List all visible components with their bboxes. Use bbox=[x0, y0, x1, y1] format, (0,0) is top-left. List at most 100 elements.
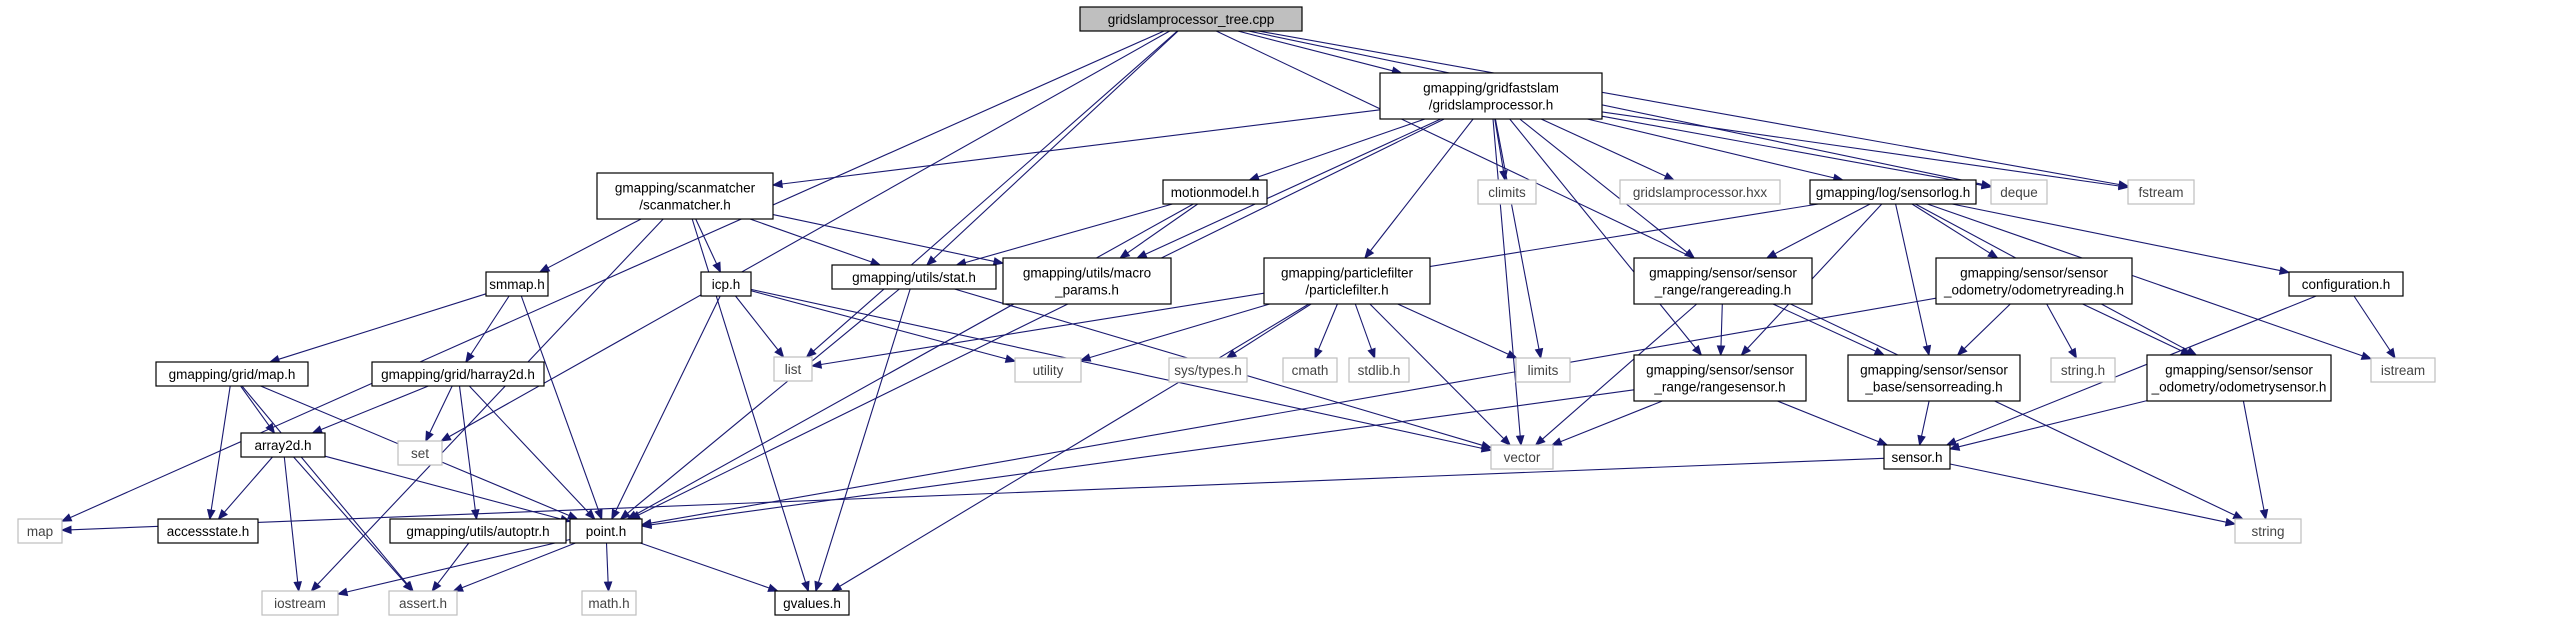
node-smmap[interactable]: smmap.h bbox=[485, 271, 549, 297]
edge-line bbox=[1145, 118, 1442, 255]
edge-icp-to-list bbox=[735, 295, 785, 359]
edge-line bbox=[1369, 303, 1505, 439]
arrowhead bbox=[805, 347, 817, 358]
node-stat[interactable]: gmapping/utils/stat.h bbox=[831, 264, 997, 290]
node-rsensor[interactable]: gmapping/sensor/sensor_range/rangesensor… bbox=[1633, 354, 1807, 402]
arrowhead bbox=[1367, 347, 1376, 360]
arrowhead bbox=[2118, 181, 2130, 191]
edge-line bbox=[278, 293, 487, 360]
node-hxx: gridslamprocessor.hxx bbox=[1619, 179, 1781, 205]
edge-line bbox=[2353, 295, 2391, 351]
edge-sensor-to-string bbox=[1949, 463, 2237, 527]
node-set: set bbox=[397, 440, 443, 466]
node-label: icp.h bbox=[712, 277, 741, 292]
node-point[interactable]: point.h bbox=[569, 518, 643, 544]
node-sensorlog[interactable]: gmapping/log/sensorlog.h bbox=[1809, 179, 1977, 205]
edge-line bbox=[627, 288, 900, 514]
node-array2d[interactable]: array2d.h bbox=[240, 432, 326, 458]
node-root: gridslamprocessor_tree.cpp bbox=[1079, 6, 1303, 32]
node-box bbox=[1477, 179, 1537, 205]
node-label: _range/rangesensor.h bbox=[1653, 380, 1785, 395]
edge-line bbox=[1954, 295, 2317, 443]
edge-line bbox=[1911, 203, 1991, 254]
edge-line bbox=[839, 303, 1310, 587]
arrowhead bbox=[925, 255, 937, 266]
edge-point-to-gvalues bbox=[640, 542, 779, 592]
edge-line bbox=[1317, 303, 1338, 350]
node-motion[interactable]: motionmodel.h bbox=[1162, 179, 1268, 205]
node-gvalues[interactable]: gvalues.h bbox=[774, 590, 850, 616]
arrowhead bbox=[566, 511, 579, 520]
edge-gfs-to-pf bbox=[1364, 118, 1474, 260]
node-label: gmapping/sensor/sensor bbox=[2165, 363, 2313, 378]
arrowhead bbox=[452, 583, 464, 592]
node-box bbox=[700, 271, 752, 297]
node-harray[interactable]: gmapping/grid/harray2d.h bbox=[371, 361, 545, 387]
edge-line bbox=[470, 295, 510, 355]
edge-gfs-to-limits bbox=[1494, 118, 1544, 360]
node-pf[interactable]: gmapping/particlefilter/particlefilter.h bbox=[1263, 257, 1431, 305]
node-box bbox=[1990, 179, 2048, 205]
node-label: fstream bbox=[2138, 185, 2183, 200]
edge-sensorlog-to-sreading bbox=[1895, 203, 1932, 357]
edge-line bbox=[813, 30, 1178, 352]
node-access[interactable]: accessstate.h bbox=[157, 518, 259, 544]
node-label: sys/types.h bbox=[1174, 363, 1242, 378]
node-box bbox=[569, 518, 643, 544]
arrowhead bbox=[771, 179, 783, 189]
edge-line bbox=[293, 456, 407, 585]
node-box bbox=[240, 432, 326, 458]
edge-line bbox=[772, 214, 995, 262]
node-label: _odometry/odometrysensor.h bbox=[2151, 380, 2327, 395]
edge-stat-to-point bbox=[619, 288, 900, 520]
node-sensor[interactable]: sensor.h bbox=[1883, 444, 1951, 470]
arrowhead bbox=[619, 509, 631, 520]
node-box bbox=[371, 361, 545, 387]
node-label: limits bbox=[1528, 363, 1559, 378]
arrowhead bbox=[310, 581, 322, 592]
node-box bbox=[17, 518, 63, 544]
node-autoptr[interactable]: gmapping/utils/autoptr.h bbox=[389, 518, 567, 544]
edge-line bbox=[615, 295, 721, 512]
node-box bbox=[1282, 357, 1338, 383]
node-box bbox=[1490, 444, 1554, 470]
edge-line bbox=[1397, 303, 1509, 355]
edge-line bbox=[1494, 118, 1505, 172]
node-label: math.h bbox=[588, 596, 629, 611]
node-sreading[interactable]: gmapping/sensor/sensor_base/sensorreadin… bbox=[1847, 354, 2021, 402]
node-gfs[interactable]: gmapping/gridfastslam/gridslamprocessor.… bbox=[1379, 72, 1603, 120]
arrowhead bbox=[992, 257, 1005, 266]
edge-sensorlog-to-rreading bbox=[1765, 203, 1871, 259]
node-label: set bbox=[411, 446, 429, 461]
edge-line bbox=[1601, 111, 2120, 187]
edge-pf-to-cmath bbox=[1314, 303, 1338, 360]
node-gridmap[interactable]: gmapping/grid/map.h bbox=[155, 361, 309, 387]
edge-smmap-to-point bbox=[520, 295, 603, 521]
arrowhead bbox=[2360, 351, 2373, 360]
node-label: gmapping/particlefilter bbox=[1281, 266, 1414, 281]
node-label: string.h bbox=[2061, 363, 2105, 378]
node-scanm[interactable]: gmapping/scanmatcher/scanmatcher.h bbox=[596, 172, 774, 220]
node-deque: deque bbox=[1990, 179, 2048, 205]
edge-line bbox=[241, 385, 408, 585]
arrowhead bbox=[336, 587, 349, 597]
edge-autoptr-to-assert bbox=[431, 542, 470, 593]
node-rreading[interactable]: gmapping/sensor/sensor_range/rangereadin… bbox=[1633, 257, 1813, 305]
node-icp[interactable]: icp.h bbox=[700, 271, 752, 297]
edge-stat-to-gvalues bbox=[814, 288, 911, 593]
node-label: deque bbox=[2000, 185, 2038, 200]
node-osensor[interactable]: gmapping/sensor/sensor _odometry/odometry… bbox=[2146, 354, 2332, 402]
edge-line bbox=[933, 30, 1179, 260]
edge-sreading-to-sensor bbox=[1917, 400, 1930, 447]
arrowhead bbox=[1922, 344, 1932, 357]
node-box bbox=[2370, 357, 2436, 383]
edge-line bbox=[1127, 203, 1199, 254]
node-label: istream bbox=[2381, 363, 2425, 378]
node-config[interactable]: configuration.h bbox=[2288, 271, 2404, 297]
edge-gridmap-to-access bbox=[206, 385, 231, 521]
arrowhead bbox=[293, 581, 302, 593]
node-oreading[interactable]: gmapping/sensor/sensor_odometry/odometry… bbox=[1935, 257, 2133, 305]
node-macro[interactable]: gmapping/utils/macro_params.h bbox=[1002, 257, 1172, 305]
node-box bbox=[1263, 257, 1431, 305]
edge-line bbox=[1920, 400, 1930, 437]
